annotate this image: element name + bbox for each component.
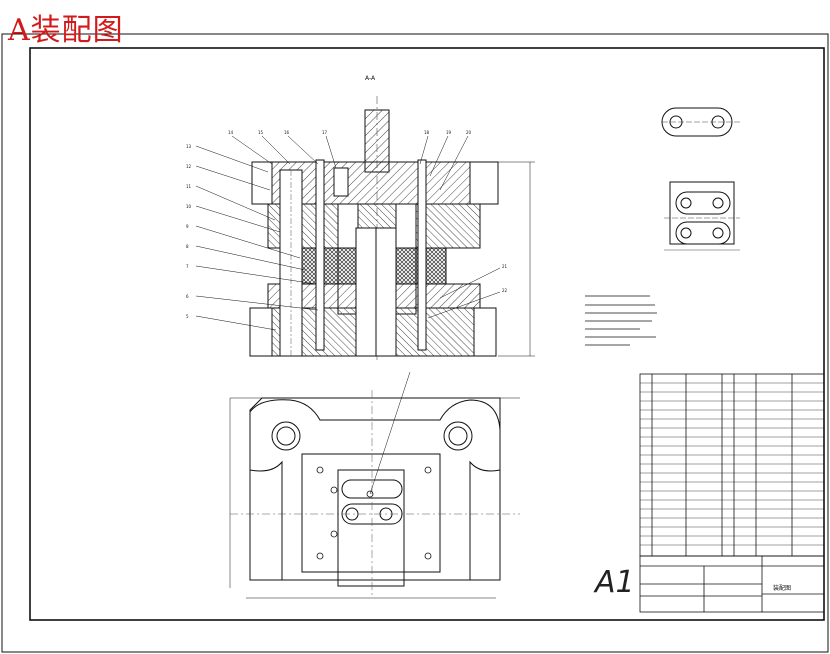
svg-text:10: 10 <box>186 204 192 209</box>
technical-notes <box>585 295 657 346</box>
svg-text:14: 14 <box>228 130 234 135</box>
section-label: A-A <box>365 75 376 82</box>
section-view: A-A <box>186 75 535 360</box>
strip-layout <box>664 181 740 251</box>
svg-text:7: 7 <box>186 264 189 269</box>
svg-text:5: 5 <box>186 314 189 319</box>
title-block: 装配图 <box>639 555 825 613</box>
svg-text:12: 12 <box>186 164 192 169</box>
outer-frame <box>1 33 829 653</box>
svg-text:13: 13 <box>186 144 192 149</box>
svg-text:22: 22 <box>502 288 508 293</box>
svg-text:20: 20 <box>466 130 472 135</box>
svg-text:17: 17 <box>322 130 328 135</box>
svg-text:18: 18 <box>424 130 430 135</box>
page-title: A装配图 <box>8 13 124 48</box>
top-view <box>229 371 520 599</box>
svg-text:15: 15 <box>258 130 264 135</box>
svg-text:21: 21 <box>502 264 508 269</box>
svg-text:16: 16 <box>284 130 290 135</box>
svg-text:11: 11 <box>186 184 192 189</box>
svg-text:8: 8 <box>186 244 189 249</box>
drawing-name: 装配图 <box>773 584 791 592</box>
workpiece-sketch <box>661 107 740 137</box>
sheet-size-label: A1 <box>595 565 635 600</box>
parts-list <box>639 373 825 557</box>
svg-text:6: 6 <box>186 294 189 299</box>
svg-text:9: 9 <box>186 224 189 229</box>
inner-frame <box>29 47 825 621</box>
svg-text:19: 19 <box>446 130 452 135</box>
